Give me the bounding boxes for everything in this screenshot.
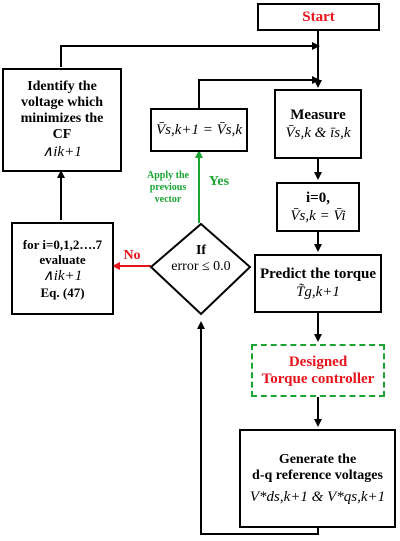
predict-title: Predict the torque: [259, 266, 377, 282]
no-label: No: [123, 248, 141, 263]
evaluate-line3: Eq. (47): [40, 285, 85, 300]
generate-line2: d-q reference voltages: [252, 467, 383, 483]
apply-formula: V̄s,k+1 = V̄s,k: [155, 122, 243, 138]
controller-line1: Designed: [288, 353, 348, 370]
identify-line3: minimizes the: [20, 111, 104, 126]
generate-node: Generate the d-q reference voltages V*ds…: [239, 429, 396, 528]
evaluate-line1: for i=0,1,2….7: [22, 237, 103, 252]
apply-label-line2: previous: [149, 182, 187, 193]
evaluate-node: for i=0,1,2….7 evaluate ∧ik+1 Eq. (47): [11, 222, 114, 315]
identify-formula: ∧ik+1: [42, 144, 82, 160]
init-title: i=0,: [306, 189, 330, 206]
apply-previous-vector-label: Apply the previous vector: [138, 170, 198, 206]
evaluate-formula: ∧ik+1: [42, 268, 83, 284]
evaluate-line2: evaluate: [39, 252, 86, 267]
apply-vector-node: V̄s,k+1 = V̄s,k: [150, 108, 248, 152]
edge-generate-to-decision: [197, 321, 319, 535]
predict-node: Predict the torque T̃g,k+1: [254, 254, 382, 313]
start-node: Start: [257, 3, 380, 31]
edge-identify-to-measure: [60, 42, 320, 67]
generate-line1: Generate the: [278, 451, 357, 467]
yes-label: Yes: [208, 174, 230, 189]
decision-text: If error ≤ 0.0: [151, 243, 251, 275]
identify-line4: CF: [52, 127, 72, 142]
torque-controller-node: Designed Torque controller: [251, 344, 385, 397]
measure-title: Measure: [290, 106, 346, 123]
init-formula: V̄s,k = V̄i: [290, 207, 346, 224]
predict-formula: T̃g,k+1: [296, 284, 340, 300]
init-node: i=0, V̄s,k = V̄i: [276, 182, 360, 232]
apply-label-line3: vector: [154, 194, 182, 205]
measure-formula: V̄s,k & īs,k: [285, 124, 351, 141]
start-label: Start: [302, 8, 335, 25]
edge-apply-to-measure: [198, 76, 320, 108]
identify-line1: Identify the: [27, 79, 97, 94]
measure-node: Measure V̄s,k & īs,k: [274, 89, 362, 159]
generate-formula: V*ds,k+1 & V*qs,k+1: [249, 488, 386, 505]
decision-line2: error ≤ 0.0: [171, 259, 231, 274]
apply-label-line1: Apply the: [147, 170, 189, 181]
identify-node: Identify the voltage which minimizes the…: [2, 68, 122, 172]
decision-diamond: [149, 222, 252, 316]
identify-line2: voltage which: [20, 95, 104, 110]
controller-line2: Torque controller: [261, 370, 375, 387]
decision-line1: If: [195, 243, 207, 258]
